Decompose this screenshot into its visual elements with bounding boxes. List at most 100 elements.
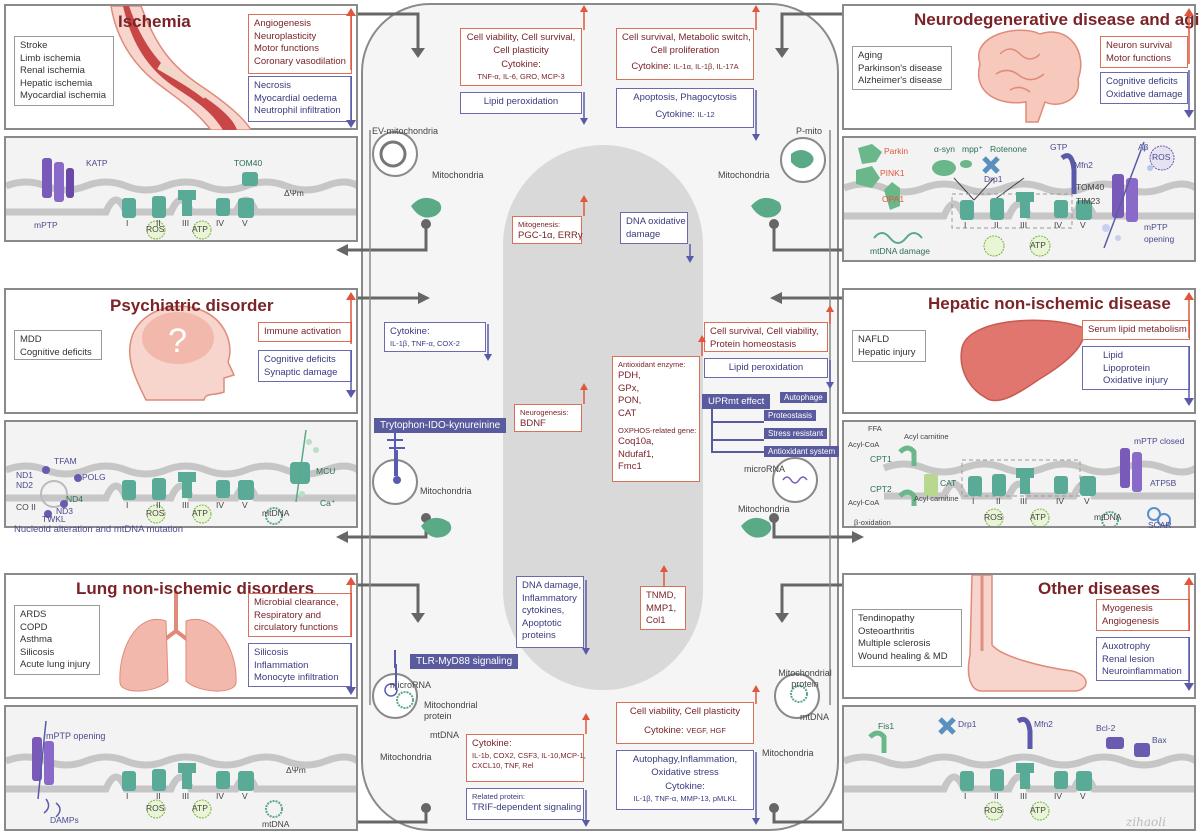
antioxidant-item: PON, (618, 395, 642, 406)
complex-III-label: III (182, 500, 190, 510)
fis1-label: Fis1 (878, 721, 895, 731)
complex-IV-label: IV (1054, 220, 1063, 230)
mptp-label: mPTP (34, 220, 58, 230)
mitochondria-label: Mitochondria (738, 504, 790, 514)
nd1-label: ND1 (16, 470, 34, 480)
complex-II-label: II (994, 791, 999, 801)
neuro-conditions: Aging Parkinson's disease Alzheimer's di… (852, 46, 952, 90)
mitogenesis-value: PGC-1α, ERRγ (518, 230, 583, 241)
membrane-illustration (844, 716, 1194, 821)
effect-item: Neuroinflammation (1102, 666, 1182, 677)
ischemia-mito-panel: KATP TOM40 mPTP ΔΨm ROS ATP I II III IV … (4, 136, 358, 242)
ros-label: ROS (146, 224, 165, 234)
microrna-label: microRNA (390, 680, 432, 690)
tlr-signaling-label: TLR-MyD88 signaling (410, 654, 519, 669)
effect-item: MMP1, (646, 602, 677, 614)
center-other-up: Cell viability, Cell plasticity Cytokine… (616, 702, 754, 744)
complex-II-label: II (994, 220, 999, 230)
effect-item: Lipid (1103, 350, 1124, 361)
effect-item: Coronary vasodilation (254, 55, 346, 67)
effect-item: Autophagy,Inflammation, (632, 754, 738, 765)
membrane-illustration (6, 158, 356, 240)
condition-item: Asthma (20, 634, 53, 645)
parkin-label: Parkin (884, 146, 909, 156)
cytokine-list: IL-1β, TNF-α, MMP-13, pMLKL (633, 793, 737, 803)
cytokine-label: Cytokine: (644, 724, 684, 736)
complex-IV-label: IV (216, 218, 225, 228)
ischemia-conditions: Stroke Limb ischemia Renal ischemia Hepa… (14, 36, 114, 106)
complex-II-label: II (156, 791, 161, 801)
up-down-arrows (346, 577, 356, 695)
acyl-coa2-label: Acyl-CoA (848, 498, 880, 507)
ischemia-title: Ischemia (118, 12, 191, 31)
tfam-label: TFAM (54, 456, 77, 466)
effect-item: TNMD, (646, 590, 677, 601)
complex-III-label: III (182, 218, 190, 228)
dna-damage-box: DNA damage, Inflammatory cytokines, Apop… (516, 576, 584, 648)
polg-label: POLG (82, 472, 106, 482)
tom40-label: TOM40 (234, 158, 263, 168)
atp-label: ATP (1030, 240, 1046, 250)
cpt2-label: CPT2 (870, 484, 892, 494)
condition-item: ARDS (20, 609, 47, 620)
svg-text:?: ? (168, 322, 187, 360)
neuro-mito-panel: Parkin PINK1 α-syn mpp⁺ Rotenone Drp1 GT… (842, 136, 1196, 262)
mtdna-damage-label: mtDNA damage (870, 246, 930, 256)
condition-item: Acute lung injury (20, 659, 91, 670)
ros-label: ROS (984, 805, 1003, 815)
cytokine-list: TNF-α, IL-6, GRO, MCP-3 (477, 71, 565, 81)
effect-item: Motor functions (254, 43, 319, 54)
cytokine-list: IL-12 (697, 109, 715, 119)
effect-item: Auxotrophy (1102, 641, 1151, 652)
psychiatric-panel: ? Psychiatric disorder MDD Cognitive def… (4, 288, 358, 414)
other-up-effects: Myogenesis Angiogenesis (1096, 599, 1190, 631)
mtdna-label: mtDNA (1094, 512, 1122, 522)
cytokine-label: Cytokine: (390, 326, 430, 337)
neurogenesis-box: Neurogenesis: BDNF (514, 404, 582, 432)
co2-label: CO II (16, 502, 36, 512)
hepatic-down-effects: Lipid Lipoprotein Oxidative injury (1082, 346, 1190, 390)
oxphos-item: Coq10a, (618, 436, 654, 447)
mito-protein-label: Mitochondrial protein (778, 668, 832, 689)
oxphos-item: Ndufaf1, (618, 448, 654, 460)
mpp-label: mpp⁺ (962, 144, 984, 154)
ev-mito-label: EV-mitochondria (372, 126, 439, 136)
effect-item: Neuroplasticity (254, 30, 317, 42)
katp-label: KATP (86, 158, 108, 168)
scar-label: SCAR (1148, 520, 1172, 530)
effect-item: proteins (522, 630, 556, 641)
effect-item: Cell viability, Cell survival, (466, 32, 576, 43)
neurogenesis-label: Neurogenesis: (520, 408, 569, 417)
calcium-label: Ca⁺ (320, 498, 336, 508)
effect-item: Oxidative injury (1103, 375, 1168, 386)
up-down-arrows (1184, 292, 1194, 406)
membrane-illustration (6, 429, 356, 525)
effect-item: Cell survival, Cell viability, (710, 326, 819, 337)
mptp-closed-label: mPTP closed (1134, 436, 1185, 446)
effect-item: Cell plasticity (493, 44, 549, 56)
effect-item: DNA oxidative (626, 216, 686, 227)
tim23-label: TIM23 (1076, 196, 1101, 206)
complex-V-label: V (242, 218, 248, 228)
complex-III-label: III (1020, 791, 1028, 801)
cytokine-label: Cytokine: (655, 108, 695, 120)
complex-III-label: III (1020, 496, 1028, 506)
atp-label: ATP (1030, 512, 1046, 522)
complex-V-label: V (1080, 791, 1086, 801)
ischemia-panel: Ischemia Stroke Limb ischemia Renal isch… (4, 4, 358, 130)
ffa-label: FFA (868, 424, 882, 433)
center-lung-cytokine: Cytokine: IL-1b, COX2, CSF3, IL-10,MCP-1… (466, 734, 586, 782)
complex-II-label: II (156, 500, 161, 510)
antioxidant-item: PDH, (618, 370, 641, 381)
effect-item: Cell viability, Cell plasticity (629, 706, 741, 717)
effect-item: Apoptotic (522, 617, 562, 629)
upr-connectors (711, 408, 764, 453)
mtdna-label: mtDNA (430, 730, 459, 740)
opening-label: opening (1144, 234, 1175, 244)
center-ischemia-up: Cell viability, Cell survival, Cell plas… (460, 28, 582, 86)
beta-oxidation-label: β-oxidation (854, 518, 891, 527)
lung-mito-panel: mPTP opening DAMPs ΔΨm ROS ATP mtDNA I I… (4, 705, 358, 831)
center-hepatic-down: Lipid peroxidation (704, 358, 828, 378)
damps-label: DAMPs (50, 815, 79, 825)
